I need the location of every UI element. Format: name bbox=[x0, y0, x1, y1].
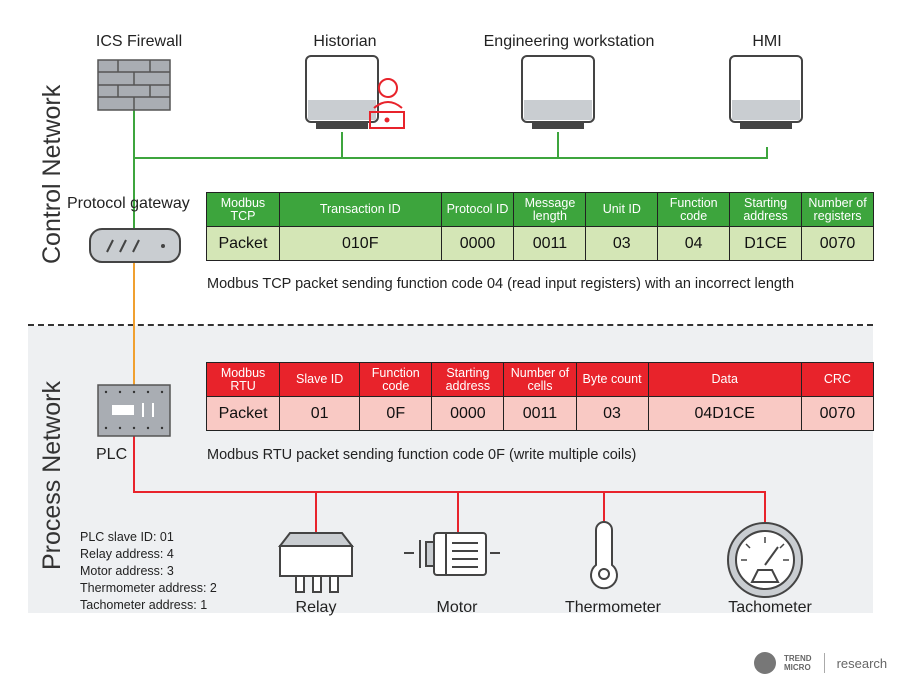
table-row: Packet 010F 0000 0011 03 04 D1CE 0070 bbox=[206, 226, 874, 261]
value-cell: D1CE bbox=[729, 226, 803, 261]
modbus-rtu-table: Modbus RTU Slave ID Function code Starti… bbox=[205, 362, 875, 431]
hmi-monitor-icon bbox=[729, 55, 803, 129]
company-bottom: MICRO bbox=[784, 663, 811, 672]
control-network-links bbox=[133, 110, 768, 229]
process-network-label: Process Network bbox=[38, 381, 66, 570]
header-cell: Byte count bbox=[575, 362, 649, 397]
value-cell: Packet bbox=[206, 226, 280, 261]
value-cell: 0011 bbox=[513, 226, 587, 261]
gateway-label: Protocol gateway bbox=[67, 195, 190, 212]
header-cell: Protocol ID bbox=[440, 192, 515, 227]
value-cell: 03 bbox=[585, 226, 659, 261]
tachometer-icon bbox=[727, 522, 803, 598]
motor-icon bbox=[404, 532, 500, 576]
value-cell: 04 bbox=[657, 226, 731, 261]
header-cell: Number of cells bbox=[503, 362, 577, 397]
header-cell: Starting address bbox=[729, 192, 803, 227]
header-cell: Modbus TCP bbox=[206, 192, 280, 227]
value-cell: 0011 bbox=[503, 396, 577, 431]
division-label: research bbox=[836, 655, 888, 671]
company-wordmark: TREND MICRO bbox=[784, 654, 812, 672]
trend-micro-ball-icon bbox=[754, 652, 776, 674]
historian-monitor-icon bbox=[305, 55, 379, 129]
firewall-icon bbox=[97, 59, 171, 111]
value-cell: 04D1CE bbox=[647, 396, 802, 431]
address-item: Tachometer address: 1 bbox=[80, 598, 208, 612]
modbus-tcp-table: Modbus TCP Transaction ID Protocol ID Me… bbox=[206, 192, 874, 261]
rtu-caption: Modbus RTU packet sending function code … bbox=[207, 447, 637, 463]
header-cell: Message length bbox=[513, 192, 587, 227]
motor-label: Motor bbox=[436, 599, 478, 616]
value-cell: 03 bbox=[575, 396, 649, 431]
table-row: Packet 01 0F 0000 0011 03 04D1CE 0070 bbox=[205, 396, 875, 431]
header-cell: CRC bbox=[800, 362, 875, 397]
value-cell: 01 bbox=[279, 396, 361, 431]
thermometer-label: Thermometer bbox=[564, 599, 662, 616]
header-cell: Number of registers bbox=[801, 192, 874, 227]
trend-micro-research-logo: TREND MICRO research bbox=[754, 652, 887, 674]
control-network-label: Control Network bbox=[38, 84, 66, 264]
historian-label: Historian bbox=[313, 33, 377, 50]
plc-label: PLC bbox=[96, 446, 128, 463]
header-cell: Data bbox=[647, 362, 802, 397]
workstation-label: Engineering workstation bbox=[483, 33, 655, 50]
address-item: PLC slave ID: 01 bbox=[80, 530, 174, 544]
value-cell: Packet bbox=[205, 396, 281, 431]
value-cell: 0000 bbox=[440, 226, 515, 261]
tcp-caption: Modbus TCP packet sending function code … bbox=[207, 276, 795, 292]
hmi-label: HMI bbox=[752, 33, 782, 50]
relay-icon bbox=[277, 532, 355, 593]
header-cell: Unit ID bbox=[585, 192, 659, 227]
address-item: Thermometer address: 2 bbox=[80, 581, 217, 595]
network-divider bbox=[28, 324, 873, 326]
attacker-icon bbox=[369, 78, 405, 129]
tachometer-label: Tachometer bbox=[728, 599, 812, 616]
table-header-row: Modbus TCP Transaction ID Protocol ID Me… bbox=[206, 192, 874, 227]
firewall-label: ICS Firewall bbox=[95, 33, 183, 50]
header-cell: Starting address bbox=[431, 362, 505, 397]
plc-icon bbox=[97, 384, 171, 437]
value-cell: 0F bbox=[359, 396, 433, 431]
value-cell: 0070 bbox=[801, 226, 874, 261]
header-cell: Function code bbox=[359, 362, 433, 397]
header-cell: Slave ID bbox=[279, 362, 361, 397]
header-cell: Function code bbox=[657, 192, 731, 227]
header-cell: Transaction ID bbox=[278, 192, 442, 227]
address-item: Motor address: 3 bbox=[80, 564, 174, 578]
thermometer-icon bbox=[590, 521, 618, 590]
value-cell: 0070 bbox=[800, 396, 875, 431]
gateway-router-icon bbox=[89, 228, 181, 263]
logo-divider bbox=[823, 653, 825, 673]
address-item: Relay address: 4 bbox=[80, 547, 174, 561]
company-top: TREND bbox=[784, 654, 812, 663]
header-cell: Modbus RTU bbox=[205, 362, 281, 397]
address-list: PLC slave ID: 01 Relay address: 4 Motor … bbox=[80, 529, 217, 614]
relay-label: Relay bbox=[295, 599, 337, 616]
workstation-monitor-icon bbox=[521, 55, 595, 129]
process-network-links bbox=[133, 436, 766, 533]
value-cell: 010F bbox=[278, 226, 442, 261]
table-header-row: Modbus RTU Slave ID Function code Starti… bbox=[205, 362, 875, 397]
value-cell: 0000 bbox=[431, 396, 505, 431]
